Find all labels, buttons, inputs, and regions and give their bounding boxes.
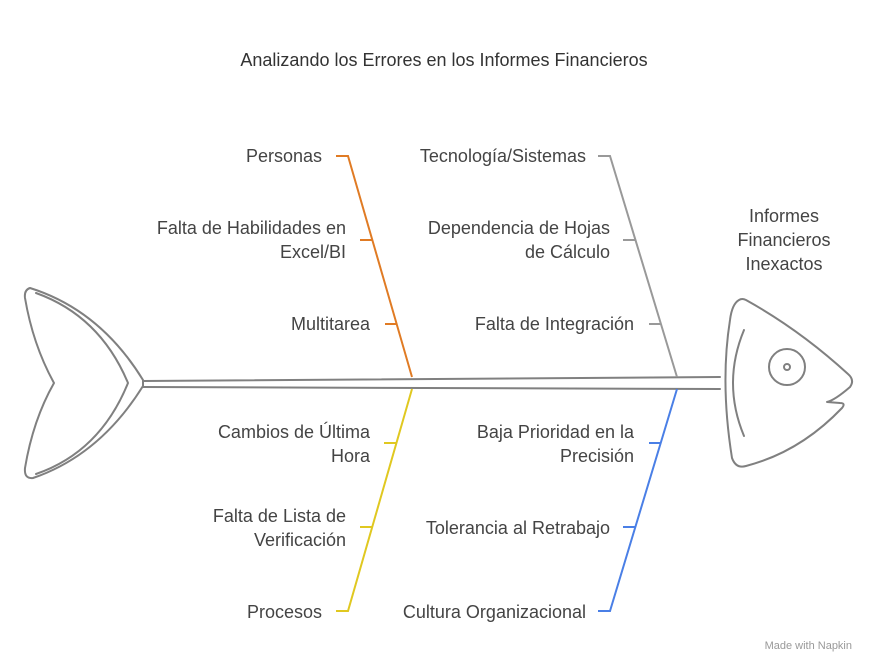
branch-procesos [336,388,413,612]
branch-personas [336,155,413,378]
cause-integracion: Falta de Integración [475,314,634,334]
category-tecnologia: Tecnología/Sistemas [420,146,586,166]
category-personas: Personas [246,146,322,166]
watermark: Made with Napkin [765,640,852,652]
branch-tecnologia [598,155,678,378]
category-cultura: Cultura Organizacional [403,602,586,622]
cause-retrabajo: Tolerancia al Retrabajo [426,518,610,538]
cause-multitarea: Multitarea [291,314,371,334]
eye-icon [768,348,806,386]
diagram-title: Analizando los Errores en los Informes F… [240,50,647,70]
fish-tail [23,287,144,480]
category-procesos: Procesos [247,602,322,622]
fish-head [724,298,854,468]
branch-cultura [598,388,678,612]
fish-spine [142,376,721,390]
